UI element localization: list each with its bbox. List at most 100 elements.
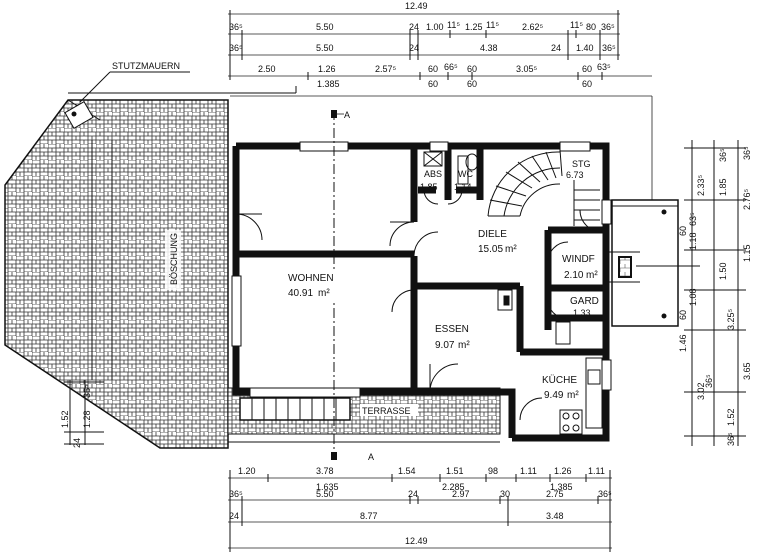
dim-label: 11⁵ bbox=[447, 20, 460, 30]
dim-label: 5.50 bbox=[316, 22, 334, 32]
room-kueche-name: KÜCHE bbox=[542, 374, 577, 386]
right-dim: 1.46 bbox=[678, 334, 688, 352]
section-marker-top: A bbox=[344, 110, 350, 120]
dim-label: 3.05⁵ bbox=[516, 64, 538, 74]
dim-label: 36⁵ bbox=[229, 22, 243, 32]
dim-label: 24 bbox=[229, 511, 239, 521]
section-line: A A bbox=[331, 110, 374, 462]
dim-label: 24 bbox=[551, 43, 561, 53]
room-wind-unit: m² bbox=[586, 270, 598, 281]
dim-label: 60 bbox=[467, 64, 477, 74]
room-abs-area: 1.85 bbox=[420, 182, 438, 192]
right-dim: 60 bbox=[678, 226, 688, 236]
right-dim: 36⁵ bbox=[726, 432, 736, 446]
room-wc-area: 1.14 bbox=[454, 182, 472, 192]
dim-label: 66⁵ bbox=[444, 62, 458, 72]
boeschung-label: BÖSCHUNG bbox=[169, 233, 179, 285]
dim-label: 60 bbox=[428, 64, 438, 74]
room-wohnen-unit: m² bbox=[318, 288, 330, 299]
left-dim: 1.52 bbox=[60, 410, 70, 428]
dim-label: 5.50 bbox=[316, 43, 334, 53]
room-wohnen-name: WOHNEN bbox=[288, 273, 334, 284]
room-abs-name: ABS bbox=[424, 169, 442, 179]
dim-label: 1.25 bbox=[465, 22, 483, 32]
right-dim: 36⁵ bbox=[718, 148, 728, 162]
room-wind-area: 2.10 bbox=[564, 270, 584, 281]
right-dim: 36⁵ bbox=[742, 146, 752, 160]
dim-label: 1.385 bbox=[550, 482, 573, 492]
room-diele-name: DIELE bbox=[478, 229, 507, 240]
right-dim: 2.33⁵ bbox=[696, 174, 706, 196]
dim-label: 98 bbox=[488, 466, 498, 476]
dim-label: 1.26 bbox=[318, 64, 336, 74]
right-dimensions: 36⁵ 2.76⁵ 1.15 3.25⁵ 3.65 1.52 36⁵ 36⁵ 2… bbox=[678, 140, 752, 446]
bottom-total-dim: 12.49 bbox=[405, 536, 428, 546]
right-dim: 1.08 bbox=[688, 288, 698, 306]
dim-label: 11⁵ bbox=[570, 20, 583, 30]
terrace-area: TERRASSE bbox=[227, 387, 501, 443]
right-dim: 1.52 bbox=[726, 408, 736, 426]
dim-label: 24 bbox=[409, 22, 419, 32]
left-dim: 36⁵ bbox=[82, 384, 92, 398]
right-dim: 1.18 bbox=[688, 232, 698, 250]
room-diele-unit: m² bbox=[505, 244, 517, 255]
dim-label: 1.11 bbox=[588, 466, 605, 476]
room-kueche-area: 9.49 bbox=[544, 390, 564, 401]
right-dim: 3.25⁵ bbox=[726, 308, 736, 330]
room-gard-area: 1.33 bbox=[573, 308, 591, 318]
dim-label: 36⁵ bbox=[602, 43, 616, 53]
room-stg-area: 6.73 bbox=[566, 170, 584, 180]
right-dim: 1.15 bbox=[742, 244, 752, 262]
dim-label: 1.20 bbox=[238, 466, 256, 476]
dim-label: 2.97 bbox=[452, 489, 470, 499]
dim-label: 4.38 bbox=[480, 43, 498, 53]
room-diele-area: 15.05 bbox=[478, 244, 503, 255]
dim-label: 60 bbox=[582, 79, 592, 89]
dim-label: 63⁵ bbox=[597, 62, 611, 72]
entrance-porch bbox=[606, 199, 700, 327]
dim-label: 80 bbox=[586, 22, 596, 32]
doors bbox=[235, 189, 603, 421]
dim-label: 11⁵ bbox=[486, 20, 499, 30]
fixtures bbox=[423, 151, 603, 435]
room-essen-area: 9.07 bbox=[435, 340, 455, 351]
building-walls bbox=[232, 142, 610, 442]
dim-label: 1.385 bbox=[317, 79, 340, 89]
room-essen-unit: m² bbox=[458, 340, 470, 351]
top-dimensions: 12.49 36⁵ 5.50 24 1.00 11⁵ 1.25 11⁵ 2.62… bbox=[228, 1, 653, 200]
dim-label: 30 bbox=[500, 489, 510, 499]
dim-label: 60 bbox=[467, 79, 477, 89]
right-dim: 60 bbox=[678, 310, 688, 320]
right-dim: 1.85 bbox=[718, 178, 728, 196]
top-total-dim: 12.49 bbox=[405, 1, 428, 11]
staircase bbox=[487, 149, 600, 226]
room-essen-name: ESSEN bbox=[435, 324, 469, 335]
section-marker-bottom: A bbox=[368, 452, 374, 462]
left-dim: 1.28 bbox=[82, 410, 92, 428]
dim-label: 8.77 bbox=[360, 511, 378, 521]
right-dim: 3.65 bbox=[742, 362, 752, 380]
dim-label: 3.48 bbox=[546, 511, 564, 521]
dim-label: 36⁵ bbox=[229, 489, 243, 499]
right-dim: 2.76⁵ bbox=[742, 188, 752, 210]
windows bbox=[231, 141, 612, 398]
room-wind-name: WINDF bbox=[562, 254, 595, 265]
dim-label: 36⁵ bbox=[601, 22, 615, 32]
left-dim: 24 bbox=[72, 438, 82, 448]
dim-label: 36⁵ bbox=[229, 43, 243, 53]
room-kueche-unit: m² bbox=[567, 390, 579, 401]
room-stg-name: STG bbox=[572, 159, 591, 169]
right-dim: 63⁵ bbox=[688, 212, 698, 226]
dim-label: 24 bbox=[408, 489, 418, 499]
dim-label: 2.57⁵ bbox=[375, 64, 397, 74]
dim-label: 60 bbox=[428, 79, 438, 89]
dim-label: 5.50 bbox=[316, 489, 334, 499]
dim-label: 1.40 bbox=[576, 43, 594, 53]
dim-label: 1.51 bbox=[446, 466, 464, 476]
dim-label: 1.635 bbox=[316, 482, 339, 492]
dim-label: 2.285 bbox=[442, 482, 465, 492]
room-wc-name: WC bbox=[458, 169, 473, 179]
dim-label: 1.26 bbox=[554, 466, 572, 476]
bottom-dimensions: 1.20 3.78 1.54 1.51 98 1.11 1.26 1.11 1.… bbox=[228, 466, 612, 552]
